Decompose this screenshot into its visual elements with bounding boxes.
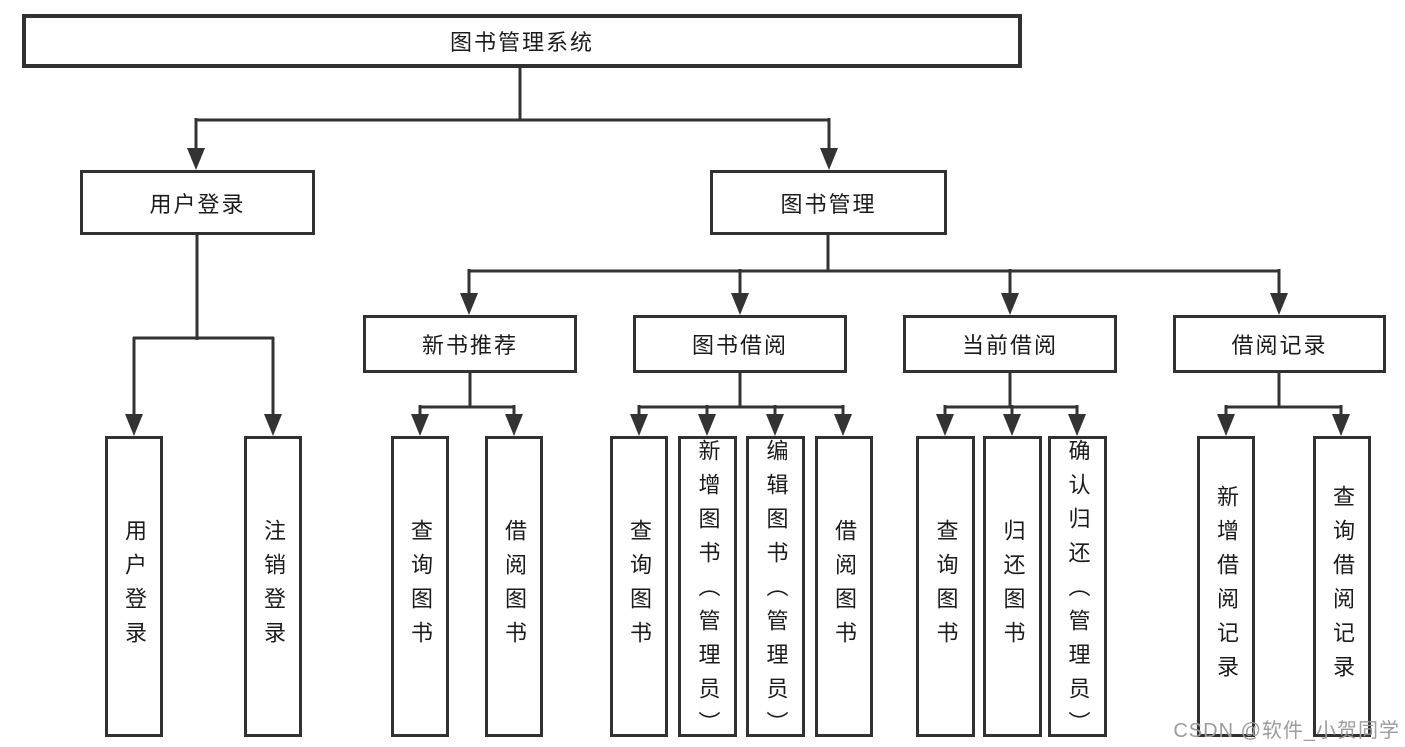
node-user-login: 用户登录 — [80, 170, 315, 235]
leaf-query-borrow-record-label: 查询借阅记录 — [1330, 484, 1355, 689]
node-new-book-recommend-label: 新书推荐 — [421, 333, 518, 358]
leaf-borrow-books-recommend: 借阅图书 — [485, 436, 543, 737]
leaf-confirm-return-admin-label: 确认归还（管理员） — [1065, 439, 1091, 745]
connector-book-mgmt — [467, 235, 1281, 296]
connector-root — [194, 68, 831, 150]
node-book-borrow: 图书借阅 — [633, 315, 847, 373]
leaf-edit-book-admin: 编辑图书（管理员） — [746, 436, 805, 745]
node-current-borrow: 当前借阅 — [903, 315, 1117, 373]
node-book-mgmt-label: 图书管理 — [780, 191, 877, 217]
leaf-logout: 注销登录 — [244, 436, 302, 737]
leaf-query-books-current-label: 查询图书 — [933, 518, 959, 655]
watermark: CSDN @软件_小贺同学 — [1173, 720, 1400, 742]
leaf-user-login-label: 用户登录 — [122, 518, 147, 655]
node-root: 图书管理系统 — [22, 14, 1022, 68]
connector-user-login — [132, 235, 275, 417]
node-borrow-records: 借阅记录 — [1173, 315, 1386, 373]
connector-borrow-records — [1224, 373, 1343, 417]
leaf-borrow-books-label: 借阅图书 — [832, 518, 857, 655]
leaf-confirm-return-admin: 确认归还（管理员） — [1048, 436, 1107, 745]
node-new-book-recommend: 新书推荐 — [363, 315, 577, 373]
leaf-query-books-current: 查询图书 — [916, 436, 975, 737]
leaf-logout-label: 注销登录 — [261, 518, 286, 655]
leaf-query-borrow-record: 查询借阅记录 — [1313, 436, 1371, 737]
leaf-borrow-books: 借阅图书 — [815, 436, 873, 737]
node-borrow-records-label: 借阅记录 — [1231, 333, 1328, 358]
node-book-mgmt: 图书管理 — [710, 170, 947, 235]
leaf-return-books-label: 归还图书 — [1000, 518, 1026, 655]
leaf-add-borrow-record-label: 新增借阅记录 — [1214, 484, 1239, 689]
node-book-borrow-label: 图书借阅 — [691, 333, 788, 358]
connector-book-borrow — [637, 373, 845, 417]
node-current-borrow-label: 当前借阅 — [961, 333, 1058, 358]
connector-current-borrow — [943, 373, 1079, 417]
node-root-label: 图书管理系统 — [449, 30, 594, 55]
leaf-query-books-recommend: 查询图书 — [391, 436, 449, 737]
leaf-query-books-recommend-label: 查询图书 — [408, 518, 433, 655]
leaf-return-books: 归还图书 — [983, 436, 1042, 737]
leaf-add-book-admin: 新增图书（管理员） — [678, 436, 737, 745]
leaf-query-books-borrow-label: 查询图书 — [627, 518, 652, 655]
leaf-borrow-books-recommend-label: 借阅图书 — [502, 518, 527, 655]
leaf-add-book-admin-label: 新增图书（管理员） — [695, 439, 721, 745]
connector-new-book — [418, 373, 516, 417]
leaf-add-borrow-record: 新增借阅记录 — [1197, 436, 1255, 737]
node-user-login-label: 用户登录 — [149, 191, 246, 217]
leaf-edit-book-admin-label: 编辑图书（管理员） — [763, 439, 789, 745]
leaf-user-login: 用户登录 — [105, 436, 163, 737]
leaf-query-books-borrow: 查询图书 — [610, 436, 668, 737]
